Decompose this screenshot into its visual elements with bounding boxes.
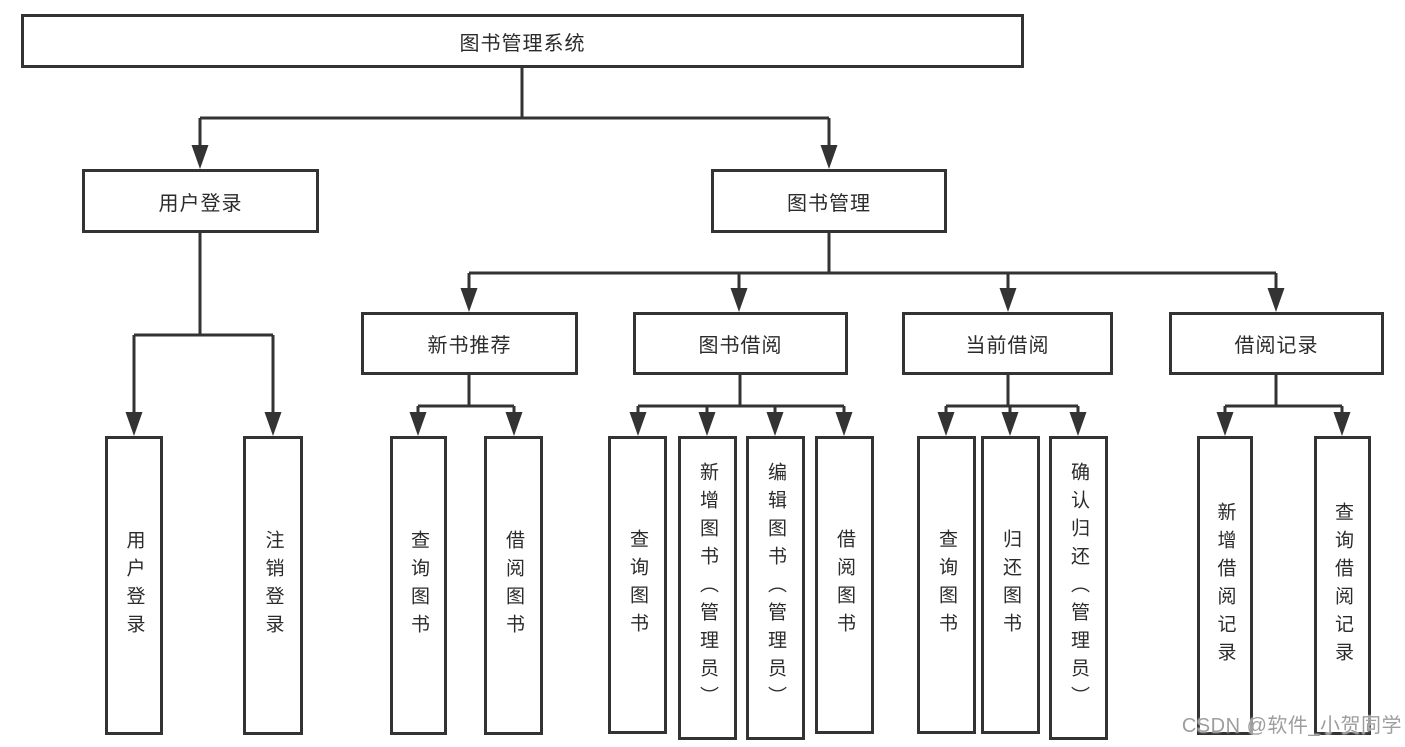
connector-book-borrowing-to-leaves bbox=[629, 374, 853, 436]
arrowhead bbox=[629, 412, 647, 436]
leaf-borrow-books-1: 借阅图书 bbox=[484, 436, 543, 735]
connector-new-book-to-leaves bbox=[409, 374, 523, 436]
arrowhead bbox=[191, 145, 209, 169]
leaf-borrow-books-2: 借阅图书 bbox=[815, 436, 874, 734]
arrowhead bbox=[1216, 412, 1234, 436]
arrowhead bbox=[460, 288, 478, 312]
leaf-query-books-1: 查询图书 bbox=[390, 436, 447, 735]
node-new-book-recommend: 新书推荐 bbox=[361, 312, 578, 375]
leaf-confirm-return-admin: 确认归还（管理员） bbox=[1049, 436, 1108, 740]
node-book-management: 图书管理 bbox=[711, 169, 947, 233]
arrowhead bbox=[1069, 412, 1087, 436]
arrowhead bbox=[730, 288, 748, 312]
arrowhead bbox=[264, 412, 282, 436]
node-borrowing-records: 借阅记录 bbox=[1169, 312, 1384, 375]
arrowhead bbox=[1267, 288, 1285, 312]
leaf-user-login: 用户登录 bbox=[105, 436, 163, 735]
connector-book-management-to-level3 bbox=[460, 231, 1285, 312]
leaf-add-books-admin: 新增图书（管理员） bbox=[678, 436, 737, 740]
arrowhead bbox=[409, 412, 427, 436]
arrowhead bbox=[999, 288, 1017, 312]
arrowhead bbox=[125, 412, 143, 436]
arrowhead bbox=[835, 412, 853, 436]
arrowhead bbox=[505, 412, 523, 436]
watermark: CSDN @软件_小贺同学 bbox=[1181, 715, 1402, 737]
connector-borrowing-records-to-leaves bbox=[1216, 374, 1351, 436]
leaf-query-books-2: 查询图书 bbox=[608, 436, 667, 734]
leaf-edit-books-admin: 编辑图书（管理员） bbox=[746, 436, 805, 740]
connector-current-borrowing-to-leaves bbox=[937, 374, 1087, 436]
arrowhead bbox=[698, 412, 716, 436]
node-current-borrowing: 当前借阅 bbox=[902, 312, 1113, 375]
arrowhead bbox=[766, 412, 784, 436]
arrowhead bbox=[820, 145, 838, 169]
arrowhead bbox=[1001, 412, 1019, 436]
node-book-borrowing: 图书借阅 bbox=[633, 312, 848, 375]
leaf-add-borrow-record: 新增借阅记录 bbox=[1197, 436, 1253, 735]
leaf-logout: 注销登录 bbox=[243, 436, 303, 735]
leaf-query-books-3: 查询图书 bbox=[917, 436, 976, 734]
node-user-login: 用户登录 bbox=[82, 169, 319, 233]
arrowhead bbox=[1333, 412, 1351, 436]
arrowhead bbox=[937, 412, 955, 436]
leaf-query-borrow-record: 查询借阅记录 bbox=[1314, 436, 1371, 735]
node-library-management-system: 图书管理系统 bbox=[21, 14, 1024, 68]
connector-user-login-to-leaves bbox=[125, 231, 282, 436]
leaf-return-books: 归还图书 bbox=[981, 436, 1040, 734]
connector-root-to-level2 bbox=[191, 67, 838, 169]
